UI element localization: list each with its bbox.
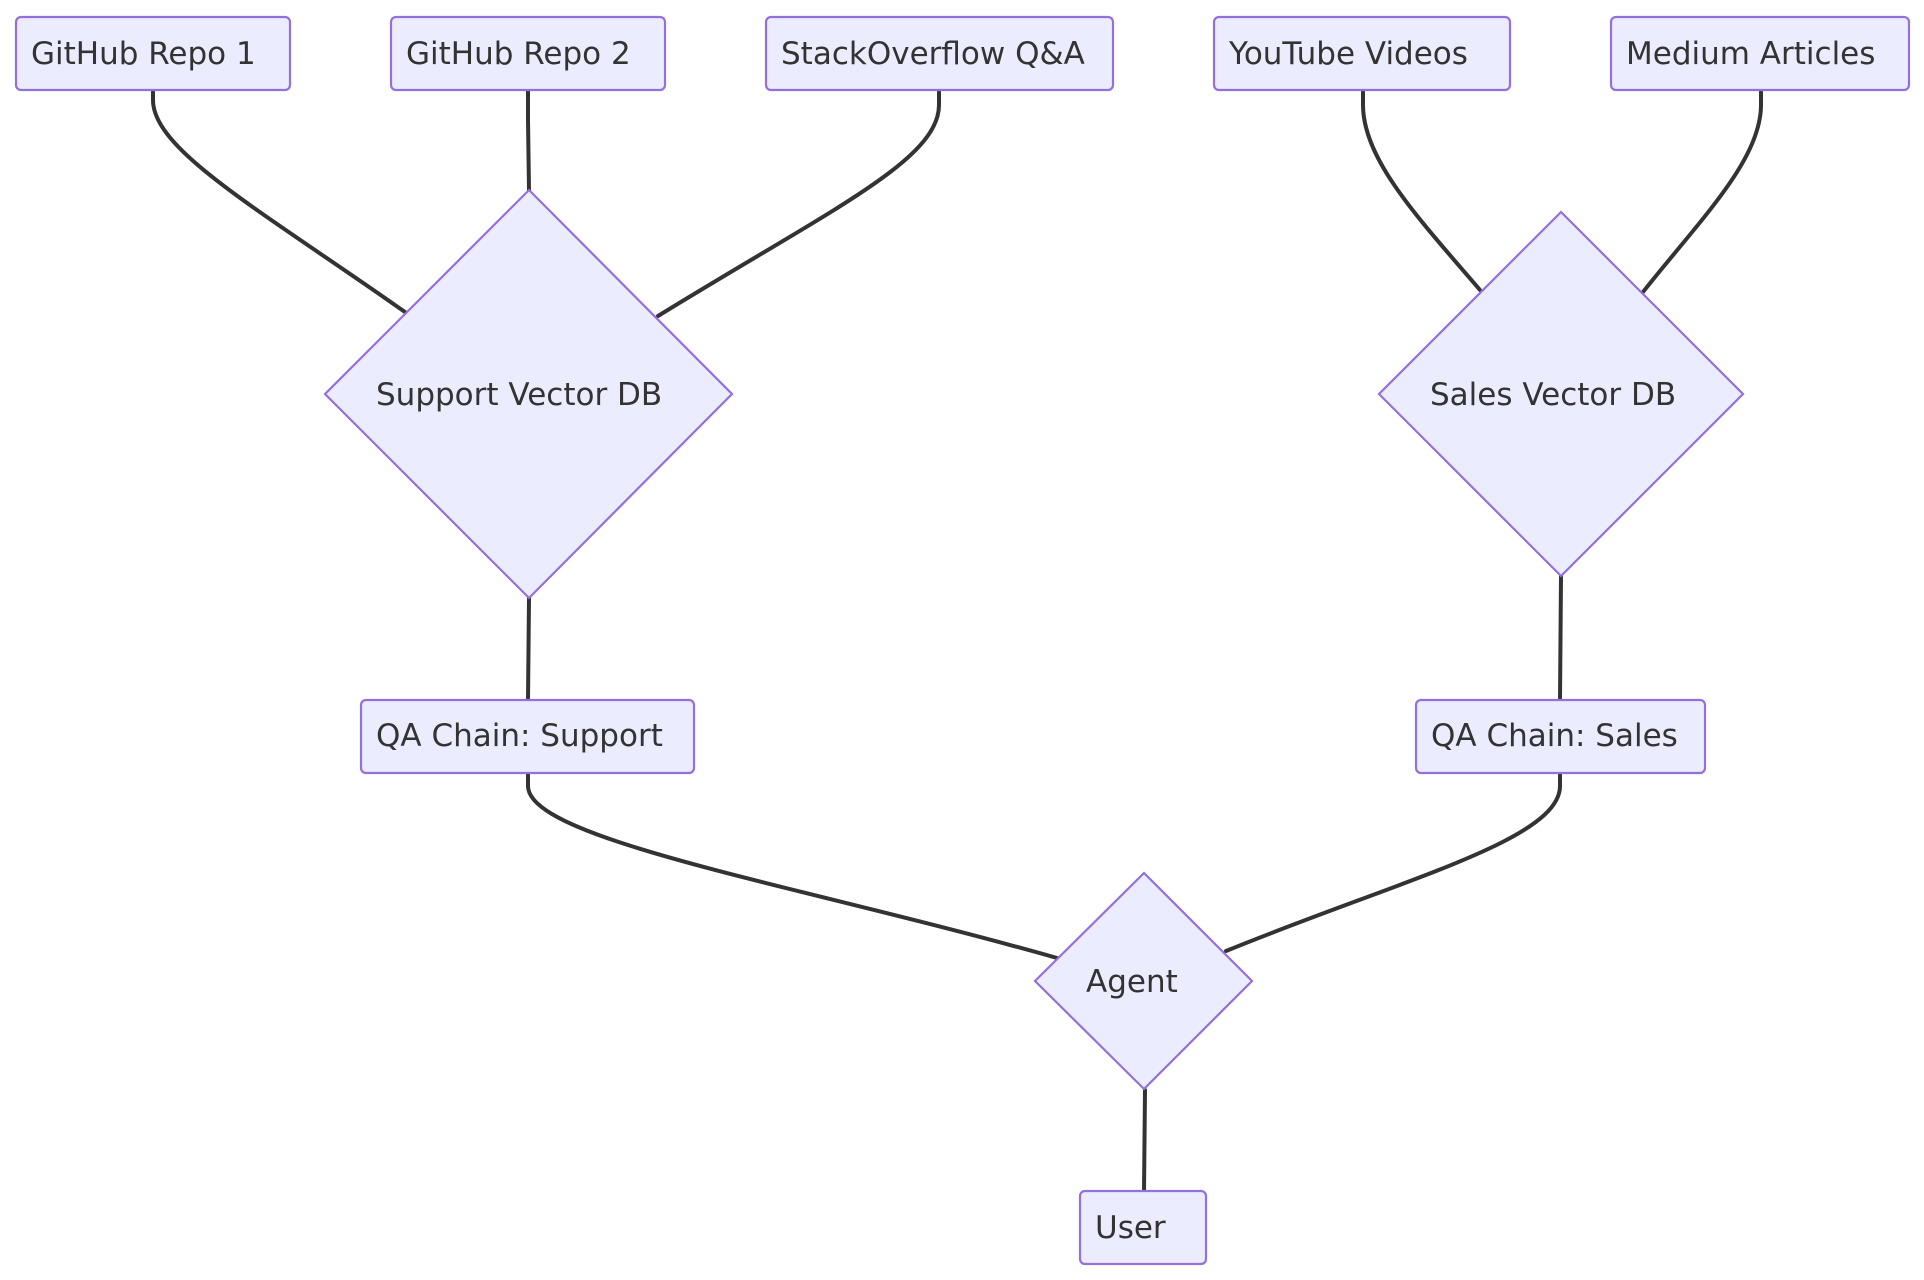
edge-qa-support-to-agent xyxy=(526,772,1059,960)
node-qa-chain-support[interactable]: QA Chain: Support xyxy=(359,698,696,775)
node-label: YouTube Videos xyxy=(1228,36,1468,72)
node-github-repo-2[interactable]: GitHub Repo 2 xyxy=(389,15,667,92)
node-label: Support Vector DB xyxy=(376,377,662,413)
node-youtube-videos[interactable]: YouTube Videos xyxy=(1212,15,1512,92)
edge-support-db-to-qa-support xyxy=(526,596,531,702)
node-label: QA Chain: Support xyxy=(376,718,663,754)
node-label: StackOverflow Q&A xyxy=(781,36,1085,72)
node-label: GitHub Repo 1 xyxy=(31,36,256,72)
node-agent[interactable]: Agent xyxy=(1033,871,1254,1091)
node-label: GitHub Repo 2 xyxy=(406,36,631,72)
node-qa-chain-sales[interactable]: QA Chain: Sales xyxy=(1414,698,1707,775)
node-support-vector-db[interactable]: Support Vector DB xyxy=(323,188,734,600)
node-label: Medium Articles xyxy=(1626,36,1875,72)
edge-youtube-to-sales-db xyxy=(1361,90,1482,292)
edges xyxy=(151,90,1763,1194)
node-label: QA Chain: Sales xyxy=(1431,718,1678,754)
node-medium-articles[interactable]: Medium Articles xyxy=(1609,15,1911,92)
node-github-repo-1[interactable]: GitHub Repo 1 xyxy=(14,15,292,92)
node-label: Agent xyxy=(1086,964,1178,1000)
edge-agent-to-user xyxy=(1142,1088,1147,1194)
node-label: Sales Vector DB xyxy=(1430,377,1676,413)
node-user[interactable]: User xyxy=(1078,1189,1208,1266)
edge-qa-sales-to-agent xyxy=(1224,772,1562,953)
node-stackoverflow-qa[interactable]: StackOverflow Q&A xyxy=(764,15,1115,92)
edge-medium-to-sales-db xyxy=(1641,90,1763,294)
edge-github-repo-2-to-support-db xyxy=(526,90,531,192)
edge-stackoverflow-to-support-db xyxy=(656,90,941,318)
edge-github-repo-1-to-support-db xyxy=(151,90,407,314)
edge-sales-db-to-qa-sales xyxy=(1558,574,1563,702)
node-label: User xyxy=(1095,1210,1166,1246)
node-sales-vector-db[interactable]: Sales Vector DB xyxy=(1377,210,1745,578)
